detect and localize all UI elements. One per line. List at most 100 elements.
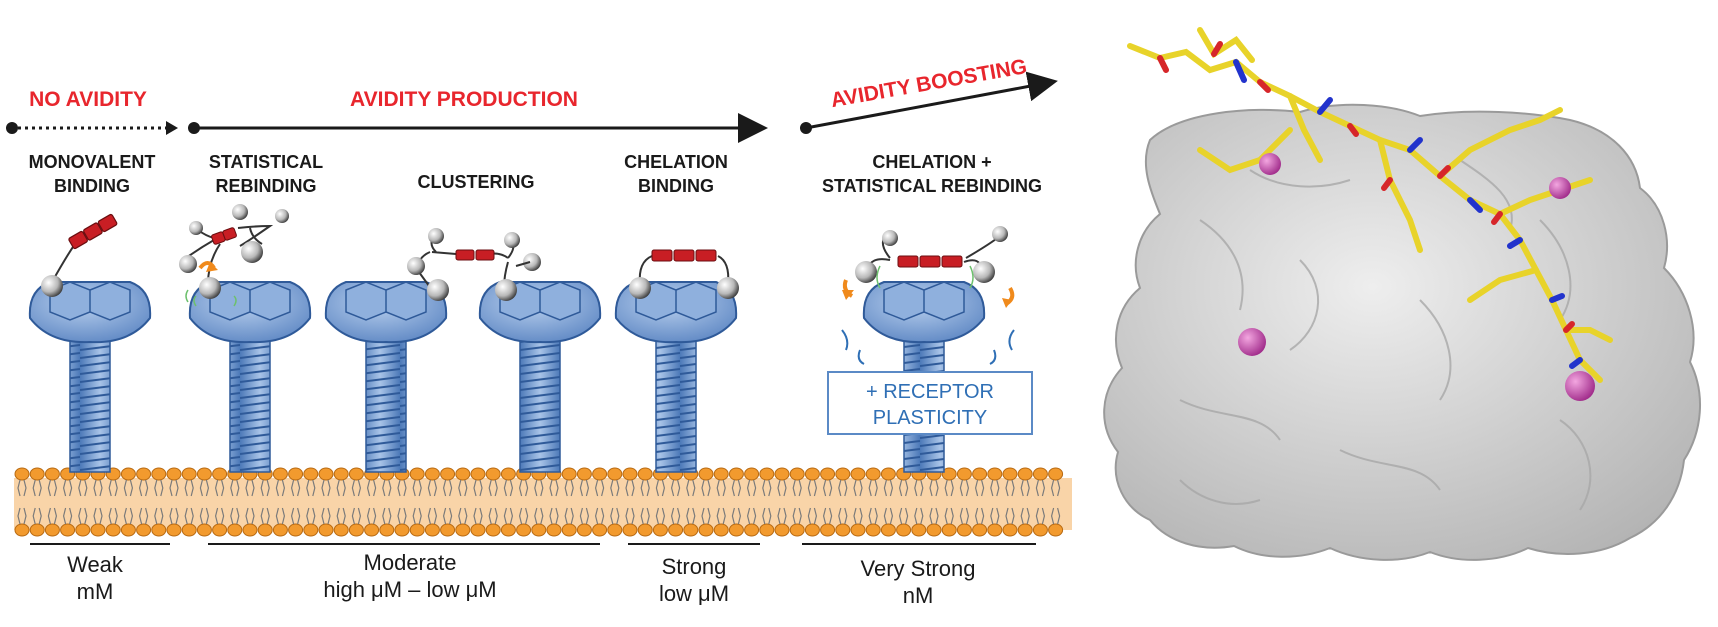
lipid-head (911, 523, 927, 537)
lipid-head (181, 467, 197, 481)
lipid-head (409, 523, 425, 537)
lipid-head (242, 523, 258, 537)
lipid-head (212, 467, 228, 481)
lipid-head (774, 523, 790, 537)
lipid-tail (230, 479, 240, 497)
lipid-head (1032, 523, 1048, 537)
phase-no-avidity: NO AVIDITY (29, 88, 147, 111)
lipid-tail (169, 507, 179, 525)
lipid-head (850, 523, 866, 537)
lipid-tail (518, 507, 529, 525)
lipid-tail (138, 507, 149, 525)
lipid-head (485, 467, 501, 481)
lipid-head (576, 467, 592, 481)
lipid-tail (1005, 507, 1015, 525)
lipid-tail (792, 507, 802, 525)
lipid-head (318, 523, 334, 537)
lipid-head (364, 523, 380, 537)
clustering-ligand (407, 228, 541, 301)
lipid-tail (336, 479, 346, 497)
lipid-head (744, 467, 760, 481)
lipid-head (728, 467, 744, 481)
lipid-head (637, 523, 653, 537)
mode-label-line2: BINDING (638, 176, 714, 196)
lipid-head (29, 523, 45, 537)
lipid-tail (306, 479, 316, 497)
lipid-head (1048, 467, 1064, 481)
lipid-head (987, 523, 1003, 537)
lipid-head (956, 467, 972, 481)
lipid-tail (123, 479, 134, 497)
receptor (188, 281, 312, 473)
lipid-head (29, 467, 45, 481)
lipid-tail (458, 479, 468, 497)
metal-ion (1259, 153, 1281, 175)
mode-label-line1: MONOVALENT (29, 152, 156, 172)
lipid-head (90, 523, 106, 537)
lipid-head (728, 523, 744, 537)
lipid-head (1017, 467, 1033, 481)
lipid-head (561, 523, 577, 537)
lipid-tail (944, 507, 954, 525)
lipid-head (516, 523, 532, 537)
lipid-tail (473, 479, 483, 497)
lipid-tail (883, 479, 894, 497)
mode-label-line2: BINDING (54, 176, 130, 196)
lipid-head (303, 467, 319, 481)
lipid-head (683, 523, 699, 537)
affinity-range: mM (77, 579, 114, 604)
lipid-head (531, 523, 547, 537)
receptor-stalk (229, 333, 271, 473)
lipid-head (987, 467, 1003, 481)
lipid-tail (427, 507, 438, 525)
lipid-tail (321, 507, 331, 525)
lipid-tail (686, 479, 696, 497)
lipid-head (196, 467, 212, 481)
lipid-tail (959, 479, 970, 497)
lipid-head (744, 523, 760, 537)
lipid-head (546, 523, 562, 537)
metal-ion (1238, 328, 1266, 356)
lipid-tail (397, 479, 407, 497)
lipid-tail (275, 479, 286, 497)
receptor-plasticity-line1: + RECEPTOR (866, 381, 994, 403)
lipid-tail (427, 479, 438, 497)
lipid-head (440, 467, 456, 481)
lipid-tail (78, 507, 88, 525)
lipid-head (272, 523, 288, 537)
lipid-tail (442, 479, 453, 497)
affinity-strength: Moderate (364, 550, 457, 575)
lipid-tail (777, 507, 787, 525)
lipid-head (60, 523, 76, 537)
lipid-head (759, 523, 775, 537)
lipid-head (424, 523, 440, 537)
lipid-tail (366, 507, 377, 525)
lipid-head (804, 467, 820, 481)
lipid-head (622, 523, 638, 537)
lipid-head (151, 467, 167, 481)
lipid-tail (382, 479, 392, 497)
lipid-head (1002, 523, 1018, 537)
lipid-tail (230, 507, 240, 525)
lipid-tail (93, 507, 103, 525)
lipid-head (440, 523, 456, 537)
lipid-tail (260, 479, 270, 497)
lipid-head (698, 467, 714, 481)
lipid-tail (564, 479, 574, 497)
lipid-tail (199, 507, 210, 525)
lipid-tail (898, 507, 909, 525)
lipid-tail (625, 479, 635, 497)
lipid-tail (412, 507, 422, 525)
lipid-head (1017, 523, 1033, 537)
lipid-head (713, 467, 729, 481)
lipid-tail (807, 507, 818, 525)
lipid-head (75, 523, 91, 537)
lipid-tail (321, 479, 331, 497)
lipid-head (835, 467, 851, 481)
lipid-tail (883, 507, 894, 525)
lipid-head (166, 523, 182, 537)
lipid-head (120, 467, 136, 481)
lipid-head (972, 467, 988, 481)
lipid-tail (1005, 479, 1015, 497)
lipid-tail (47, 507, 58, 525)
